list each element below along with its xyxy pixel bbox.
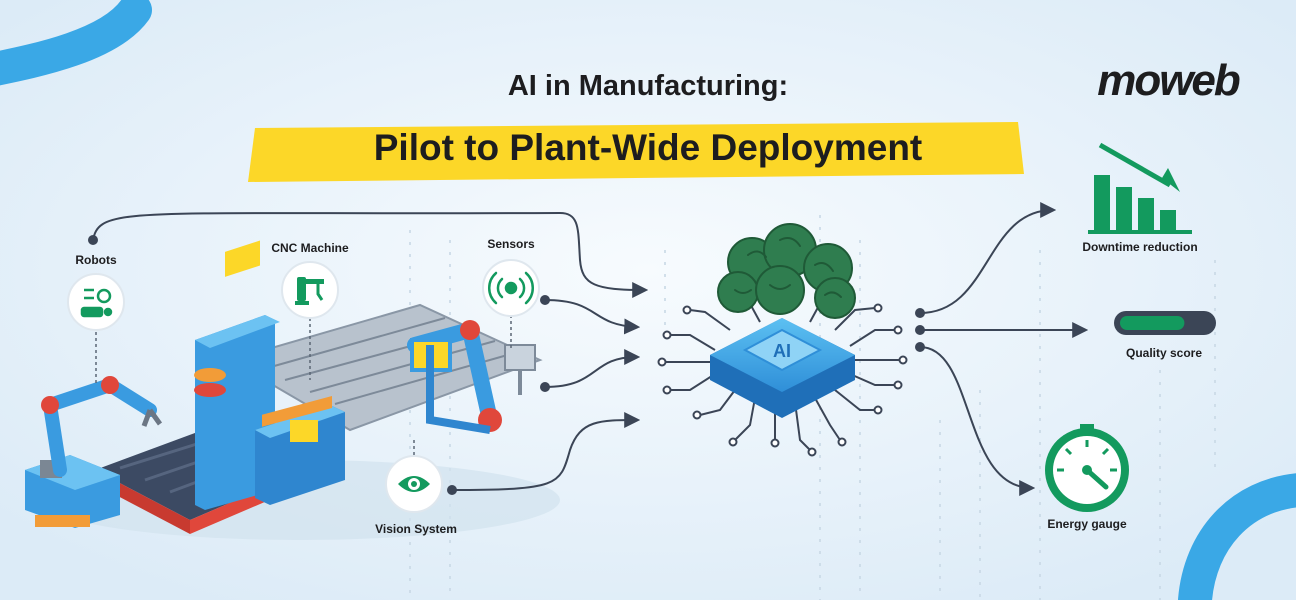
quality-score-label: Quality score: [1126, 346, 1202, 360]
robot-arm-gear-icon: [80, 288, 113, 318]
output-node-downtime-reduction: Downtime reduction: [1082, 142, 1198, 254]
brush-stroke-bottom-right: [1178, 473, 1296, 600]
ai-chip-label: AI: [773, 341, 791, 361]
title-line-1: AI in Manufacturing:: [508, 70, 788, 102]
ai-chip: AI: [710, 318, 855, 418]
input-node-robots: Robots: [67, 253, 125, 331]
connector-downtime: [919, 202, 1057, 314]
title-line-2: Pilot to Plant-Wide Deployment: [374, 127, 923, 168]
title-highlight-brush: [248, 122, 1024, 182]
sensors-label: Sensors: [487, 237, 535, 251]
connector-robots: [92, 211, 649, 298]
connector-energy: [919, 346, 1036, 496]
progress-bar-icon: [1114, 311, 1216, 335]
brain-icon: [717, 223, 856, 319]
declining-bar-chart-icon: [1088, 142, 1192, 234]
input-drop-lines: [95, 315, 512, 460]
svg-text:moweb: moweb: [1097, 56, 1240, 105]
input-node-vision-system: Vision System: [375, 455, 457, 536]
connector-vision: [451, 412, 641, 491]
connector-sensors-b: [544, 349, 641, 388]
input-node-cnc-machine: CNC Machine: [271, 241, 349, 319]
connector-sensors-a: [544, 299, 641, 335]
vision-system-label: Vision System: [375, 522, 457, 536]
quality-progress-fill: [1120, 316, 1185, 330]
energy-gauge-label: Energy gauge: [1047, 517, 1127, 531]
cnc-machine-icon: [295, 277, 324, 305]
connector-dots: [88, 235, 550, 495]
eye-icon: [398, 476, 430, 492]
downtime-reduction-label: Downtime reduction: [1082, 240, 1197, 254]
output-connectors: [919, 202, 1089, 496]
robots-label: Robots: [75, 253, 117, 267]
output-node-energy-gauge: Energy gauge: [1045, 424, 1129, 531]
output-node-quality-score: Quality score: [1114, 311, 1216, 360]
signal-sensor-icon: [487, 271, 535, 305]
input-node-sensors: Sensors: [482, 237, 540, 317]
ai-core: AI: [657, 223, 908, 457]
moweb-logo: moweb: [1097, 56, 1242, 105]
speedometer-gauge-icon: [1045, 424, 1129, 512]
output-connector-dots: [915, 308, 925, 352]
cnc-machine-label: CNC Machine: [271, 241, 349, 255]
input-connectors: [92, 211, 649, 491]
brush-stroke-top-left: [0, 0, 152, 86]
circuit-trace-dots: [657, 303, 908, 457]
